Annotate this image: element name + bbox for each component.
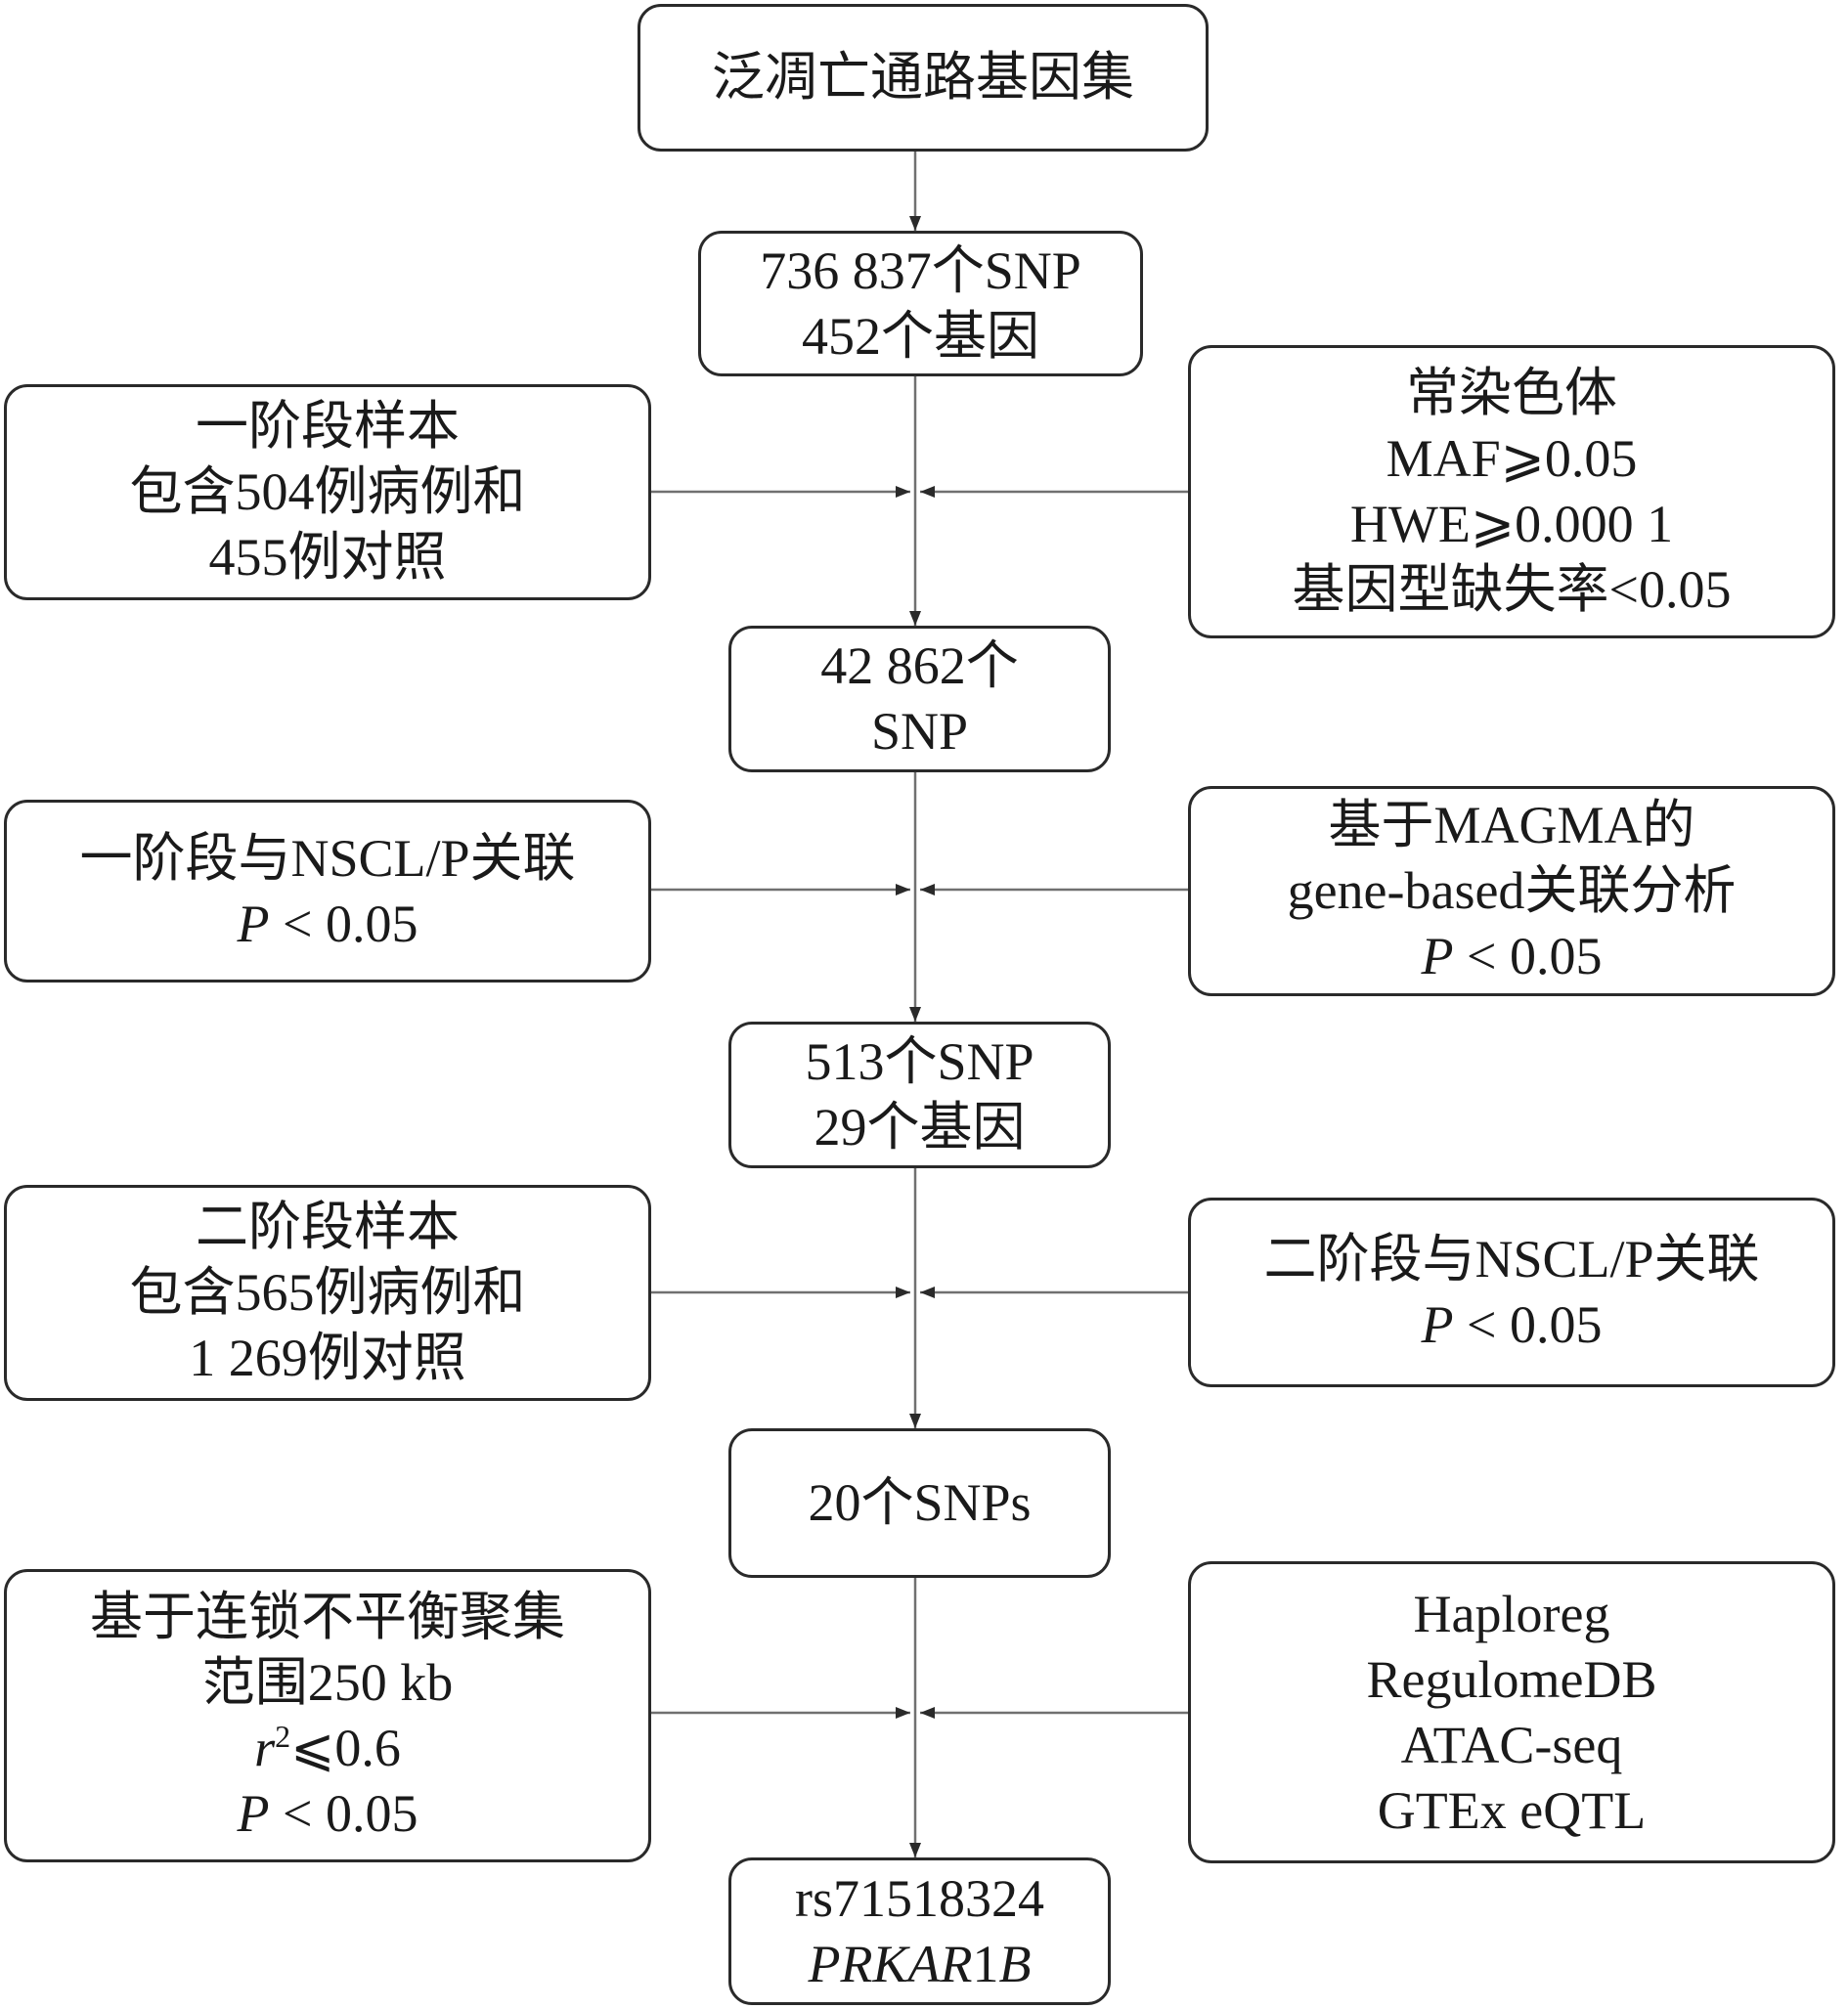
step1-snp-count: 736 837个SNP <box>760 240 1081 300</box>
step3-gene-count: 29个基因 <box>814 1098 1026 1157</box>
step3-snp-count: 513个SNP <box>805 1032 1034 1091</box>
gene-set-box: 泛凋亡通路基因集 <box>638 4 1209 152</box>
ld-clump-r2: r2⩽0.6 <box>254 1719 401 1777</box>
qc-autosome: 常染色体 <box>1406 364 1617 422</box>
result-gene: PRKAR1B <box>808 1934 1032 1993</box>
stage2-sample-controls: 1 269例对照 <box>189 1329 466 1387</box>
magma-title: 基于MAGMA的 <box>1328 796 1695 854</box>
stage1-assoc-box: 一阶段与NSCL/P关联 P < 0.05 <box>4 800 651 983</box>
qc-hwe: HWE⩾0.000 1 <box>1349 495 1674 553</box>
ld-clump-box: 基于连锁不平衡聚集 范围250 kb r2⩽0.6 P < 0.05 <box>4 1569 651 1862</box>
ld-clump-pvalue: P < 0.05 <box>237 1784 418 1843</box>
gene-set-title: 泛凋亡通路基因集 <box>712 48 1134 107</box>
stage1-sample-box: 一阶段样本 包含504例病例和 455例对照 <box>4 384 651 600</box>
qc-filter-box: 常染色体 MAF⩾0.05 HWE⩾0.000 1 基因型缺失率<0.05 <box>1188 345 1835 638</box>
tool-haploreg: Haploreg <box>1413 1584 1610 1643</box>
stage1-sample-cases: 包含504例病例和 <box>129 462 526 521</box>
stage2-sample-title: 二阶段样本 <box>196 1198 460 1256</box>
qc-missing-rate: 基因型缺失率<0.05 <box>1292 560 1732 619</box>
step4-snp-count: 20个SNPs <box>808 1473 1032 1532</box>
ld-clump-title: 基于连锁不平衡聚集 <box>90 1588 565 1646</box>
stage1-sample-title: 一阶段样本 <box>196 397 460 456</box>
stage1-assoc-title: 一阶段与NSCL/P关联 <box>79 828 576 888</box>
stage1-assoc-pvalue: P < 0.05 <box>237 894 418 953</box>
tool-gtex-eqtl: GTEx eQTL <box>1377 1780 1647 1840</box>
step2-box: 42 862个 SNP <box>728 626 1111 772</box>
step1-box: 736 837个SNP 452个基因 <box>698 231 1143 376</box>
stage2-sample-box: 二阶段样本 包含565例病例和 1 269例对照 <box>4 1185 651 1401</box>
result-snp: rs71518324 <box>795 1868 1044 1928</box>
step2-unit: SNP <box>870 702 969 761</box>
stage2-sample-cases: 包含565例病例和 <box>129 1263 526 1322</box>
ld-clump-range: 范围250 kb <box>201 1653 454 1712</box>
stage1-sample-controls: 455例对照 <box>208 528 447 587</box>
result-box: rs71518324 PRKAR1B <box>728 1857 1111 2005</box>
stage2-assoc-pvalue: P < 0.05 <box>1421 1295 1603 1354</box>
magma-method: gene-based关联分析 <box>1287 861 1737 920</box>
stage2-assoc-title: 二阶段与NSCL/P关联 <box>1263 1230 1760 1288</box>
step4-box: 20个SNPs <box>728 1428 1111 1578</box>
tool-atac-seq: ATAC-seq <box>1400 1715 1623 1774</box>
stage2-assoc-box: 二阶段与NSCL/P关联 P < 0.05 <box>1188 1198 1835 1387</box>
magma-box: 基于MAGMA的 gene-based关联分析 P < 0.05 <box>1188 786 1835 996</box>
annotation-tools-box: Haploreg RegulomeDB ATAC-seq GTEx eQTL <box>1188 1561 1835 1863</box>
qc-maf: MAF⩾0.05 <box>1386 429 1638 488</box>
step3-box: 513个SNP 29个基因 <box>728 1022 1111 1168</box>
step2-count: 42 862个 <box>820 636 1019 695</box>
magma-pvalue: P < 0.05 <box>1421 927 1603 985</box>
step1-gene-count: 452个基因 <box>802 306 1039 366</box>
tool-regulomedb: RegulomeDB <box>1366 1649 1657 1709</box>
